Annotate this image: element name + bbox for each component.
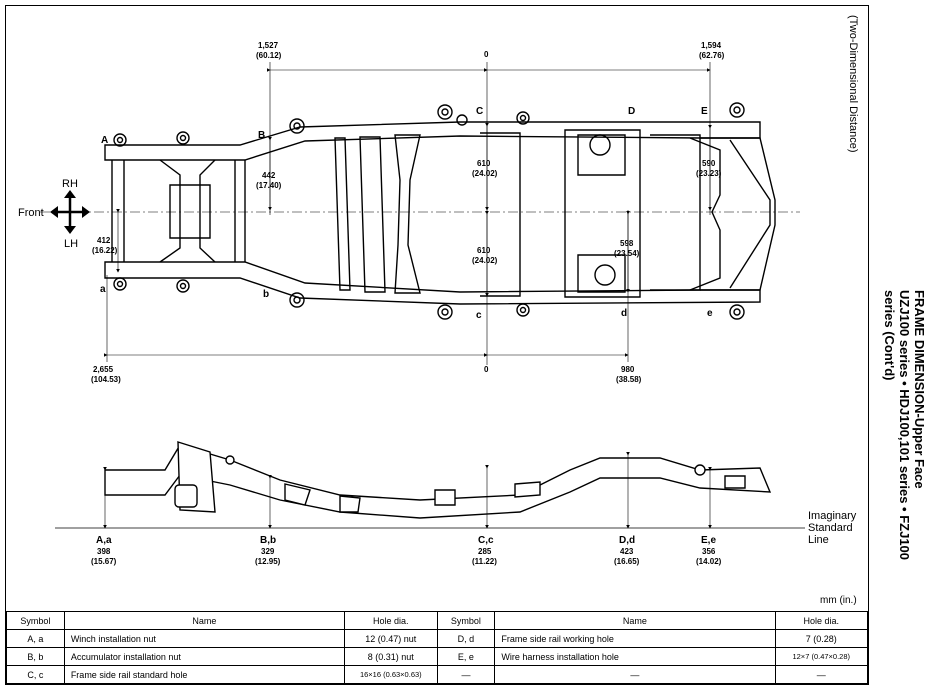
svg-text:series (Cont'd): series (Cont'd) xyxy=(882,290,897,381)
dim-610-lower-in: (24.02) xyxy=(472,256,498,265)
svg-text:UZJ100 series • HDJ100,101 ser: UZJ100 series • HDJ100,101 series • FZJ1… xyxy=(897,290,912,560)
unit-label: mm (in.) xyxy=(820,595,857,606)
diagram-frame xyxy=(5,5,869,685)
dim-zero-top: 0 xyxy=(484,50,489,59)
dim-1594-in: (62.76) xyxy=(699,51,725,60)
page-title: FRAME DIMENSION-Upper Face UZJ100 series… xyxy=(882,290,927,560)
dim-412: 412 xyxy=(97,236,111,245)
dim-1594: 1,594 xyxy=(701,41,722,50)
svg-text:285: 285 xyxy=(478,547,492,556)
dimension-labels: 1,527 (60.12) 0 1,594 (62.76) 442 (17.40… xyxy=(91,41,725,384)
top-view-frame xyxy=(104,102,776,320)
dim-1527: 1,527 xyxy=(258,41,279,50)
legend-table: Symbol Name Hole dia. Symbol Name Hole d… xyxy=(6,611,868,684)
svg-text:(12.95): (12.95) xyxy=(255,557,281,566)
dim-598-in: (23.54) xyxy=(614,249,640,258)
direction-arrows xyxy=(50,190,90,234)
table-row: B, b Accumulator installation nut 8 (0.3… xyxy=(6,647,868,666)
point-d: d xyxy=(621,308,627,319)
svg-text:398: 398 xyxy=(97,547,111,556)
svg-text:(14.02): (14.02) xyxy=(696,557,722,566)
side-point-Aa: A,a xyxy=(96,535,112,546)
table-row: A, a Winch installation nut 12 (0.47) nu… xyxy=(6,629,868,648)
point-A: A xyxy=(101,135,108,146)
svg-text:356: 356 xyxy=(702,547,716,556)
imaginary-label-1: Imaginary xyxy=(808,510,857,522)
dim-610-upper-in: (24.02) xyxy=(472,169,498,178)
side-point-Bb: B,b xyxy=(260,535,276,546)
dim-zero-bottom: 0 xyxy=(484,365,489,374)
dim-590-in: (23.23) xyxy=(696,169,722,178)
point-C: C xyxy=(476,106,483,117)
point-B: B xyxy=(258,130,265,141)
top-view-dimensions xyxy=(104,62,712,365)
svg-text:(15.67): (15.67) xyxy=(91,557,117,566)
point-a: a xyxy=(100,284,106,295)
svg-text:423: 423 xyxy=(620,547,634,556)
point-c: c xyxy=(476,310,482,321)
svg-text:329: 329 xyxy=(261,547,275,556)
svg-text:(16.65): (16.65) xyxy=(614,557,640,566)
point-E: E xyxy=(701,106,708,117)
dim-1527-in: (60.12) xyxy=(256,51,282,60)
dim-590: 590 xyxy=(702,159,716,168)
dim-442-in: (17.40) xyxy=(256,181,282,190)
front-label: Front xyxy=(18,207,44,219)
dim-980-in: (38.58) xyxy=(616,375,642,384)
subtitle-two-dimensional: (Two-Dimensional Distance) xyxy=(847,15,859,153)
side-point-Ee: E,e xyxy=(701,535,716,546)
dim-412-in: (16.22) xyxy=(92,246,118,255)
side-point-Cc: C,c xyxy=(478,535,494,546)
lh-label: LH xyxy=(64,238,78,250)
side-dimension-lines xyxy=(103,452,712,529)
side-view-frame xyxy=(104,441,772,519)
point-D: D xyxy=(628,106,635,117)
dim-610-upper: 610 xyxy=(477,159,491,168)
dim-598: 598 xyxy=(620,239,634,248)
imaginary-label-3: Line xyxy=(808,534,829,546)
side-point-Dd: D,d xyxy=(619,535,635,546)
rh-label: RH xyxy=(62,178,78,190)
dim-2655: 2,655 xyxy=(93,365,114,374)
dim-610-lower: 610 xyxy=(477,246,491,255)
dim-442: 442 xyxy=(262,171,276,180)
imaginary-label-2: Standard xyxy=(808,522,853,534)
point-e: e xyxy=(707,308,713,319)
table-row: C, c Frame side rail standard hole 16×16… xyxy=(6,665,868,684)
legend-header-row: Symbol Name Hole dia. Symbol Name Hole d… xyxy=(6,611,868,630)
point-b: b xyxy=(263,289,269,300)
side-point-labels: A,a 398 (15.67) B,b 329 (12.95) C,c 285 … xyxy=(91,535,722,566)
svg-text:FRAME DIMENSION-Upper Face: FRAME DIMENSION-Upper Face xyxy=(912,290,927,489)
dim-980: 980 xyxy=(621,365,635,374)
dim-2655-in: (104.53) xyxy=(91,375,121,384)
svg-text:(11.22): (11.22) xyxy=(472,557,497,566)
